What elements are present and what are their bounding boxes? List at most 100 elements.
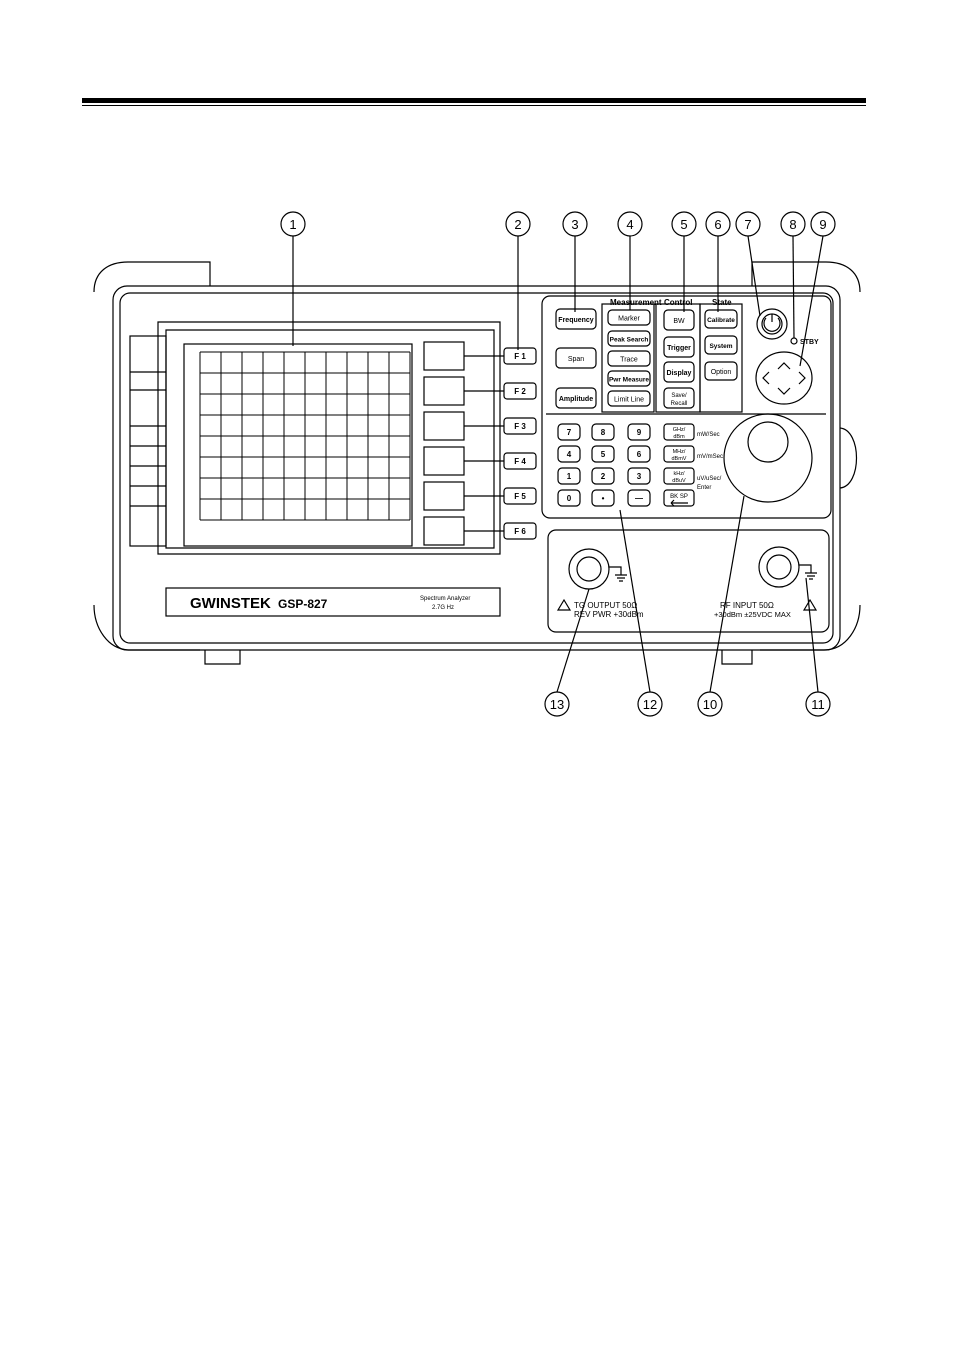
display-key[interactable]	[663, 361, 695, 383]
callout-4	[617, 211, 643, 237]
side-bump	[839, 427, 857, 489]
unit-key-1[interactable]	[663, 445, 695, 463]
f-key-3[interactable]	[503, 417, 537, 435]
backspace-key[interactable]	[663, 489, 695, 507]
f-key-4[interactable]	[503, 452, 537, 470]
callout-label-1: 1	[289, 217, 296, 232]
system-key[interactable]	[704, 335, 738, 355]
numpad-key-6[interactable]	[557, 467, 581, 485]
power-button[interactable]	[756, 308, 788, 340]
numpad-key-7[interactable]	[591, 467, 615, 485]
callout-label-4: 4	[626, 217, 633, 232]
trigger-key-label: Trigger	[667, 345, 691, 352]
callout-label-11: 11	[811, 697, 825, 712]
ground-icon-tg	[609, 566, 627, 582]
f-key-5[interactable]	[503, 487, 537, 505]
trace-key[interactable]	[607, 350, 651, 367]
handle-top-right	[751, 261, 861, 293]
f-key-1[interactable]	[503, 347, 537, 365]
numpad-key-9[interactable]	[557, 489, 581, 507]
unit-key-1-l2: dBmV	[672, 456, 687, 462]
display-screen	[183, 343, 413, 547]
unit-key-1-l1: MHz/	[673, 449, 686, 455]
arrow-left-icon[interactable]	[762, 371, 770, 385]
numpad-key-3[interactable]	[557, 445, 581, 463]
softkey-2[interactable]	[423, 376, 465, 406]
callout-9	[810, 211, 836, 237]
tg-output-connector	[568, 548, 610, 590]
f-key-2[interactable]	[503, 382, 537, 400]
jog-knob-grip	[747, 421, 789, 463]
numpad-key-4[interactable]	[591, 445, 615, 463]
calibrate-key[interactable]	[704, 309, 738, 329]
trace-key-label: Trace	[620, 357, 638, 364]
numpad-key-0[interactable]	[557, 423, 581, 441]
softkey-5[interactable]	[423, 481, 465, 511]
unit-key-2[interactable]	[663, 467, 695, 485]
numpad-key-11[interactable]	[627, 489, 651, 507]
unit-key-0-l2: dBm	[673, 434, 685, 440]
softkey-column: F 1F 2F 3F 4F 5F 6	[423, 341, 537, 546]
softkey-1[interactable]	[423, 341, 465, 371]
model-desc-2: 2.7G Hz	[432, 605, 454, 611]
option-key[interactable]	[704, 361, 738, 381]
foot-left	[204, 650, 241, 665]
pwr-measure-key-label: Pwr Measure	[609, 377, 649, 384]
limit-line-key[interactable]	[607, 390, 651, 407]
rf-input-connector	[758, 546, 800, 588]
numpad-key-8[interactable]	[627, 467, 651, 485]
softkey-4[interactable]	[423, 446, 465, 476]
stby-label: STBY	[800, 339, 819, 346]
arrow-up-icon[interactable]	[777, 362, 791, 370]
bw-key[interactable]	[663, 309, 695, 331]
numpad-key-1[interactable]	[591, 423, 615, 441]
trigger-key[interactable]	[663, 336, 695, 358]
softkey-3[interactable]	[423, 411, 465, 441]
numpad-key-11-label: —	[635, 494, 643, 503]
callout-10	[697, 691, 723, 717]
recall-label: Recall	[671, 401, 688, 407]
callout-label-12: 12	[643, 697, 657, 712]
control-panel	[541, 295, 832, 519]
save-recall-key[interactable]	[663, 387, 695, 409]
pwr-measure-key[interactable]	[607, 370, 651, 387]
group-state: State	[712, 298, 732, 307]
callout-5	[671, 211, 697, 237]
softkey-6[interactable]	[423, 516, 465, 546]
nameplate	[165, 587, 501, 617]
arrow-down-icon[interactable]	[777, 387, 791, 395]
display-key-label: Display	[667, 370, 692, 377]
amplitude-key[interactable]	[555, 387, 597, 409]
amplitude-key-label: Amplitude	[559, 396, 593, 403]
callout-label-5: 5	[680, 217, 687, 232]
span-key[interactable]	[555, 347, 597, 369]
callout-13	[544, 691, 570, 717]
header-rule	[82, 98, 866, 103]
peak-search-key[interactable]	[607, 330, 651, 347]
arrow-right-icon[interactable]	[798, 371, 806, 385]
numpad-key-5[interactable]	[627, 445, 651, 463]
display-bezel	[157, 321, 501, 555]
unit-key-0[interactable]	[663, 423, 695, 441]
numpad-key-10[interactable]	[591, 489, 615, 507]
f-key-6[interactable]	[503, 522, 537, 540]
marker-key-label: Marker	[618, 316, 640, 323]
bw-key-label: BW	[673, 318, 685, 325]
save-label: Save/	[671, 393, 687, 399]
callout-6	[705, 211, 731, 237]
jog-knob[interactable]	[723, 413, 813, 503]
f-key-label-6: F 6	[514, 527, 526, 536]
frequency-key[interactable]	[555, 308, 597, 330]
f-key-label-3: F 3	[514, 422, 526, 431]
marker-key[interactable]	[607, 309, 651, 326]
model-name: GSP-827	[278, 597, 328, 611]
foot-right	[721, 650, 753, 665]
tg-line2: REV PWR +30dBm	[574, 610, 644, 619]
backspace-label: BK SP	[670, 494, 688, 500]
callout-label-3: 3	[571, 217, 578, 232]
callout-12	[637, 691, 663, 717]
numpad-key-2[interactable]	[627, 423, 651, 441]
arrow-pad[interactable]	[755, 351, 813, 405]
tg-line1: TG OUTPUT 50Ω	[574, 601, 637, 610]
